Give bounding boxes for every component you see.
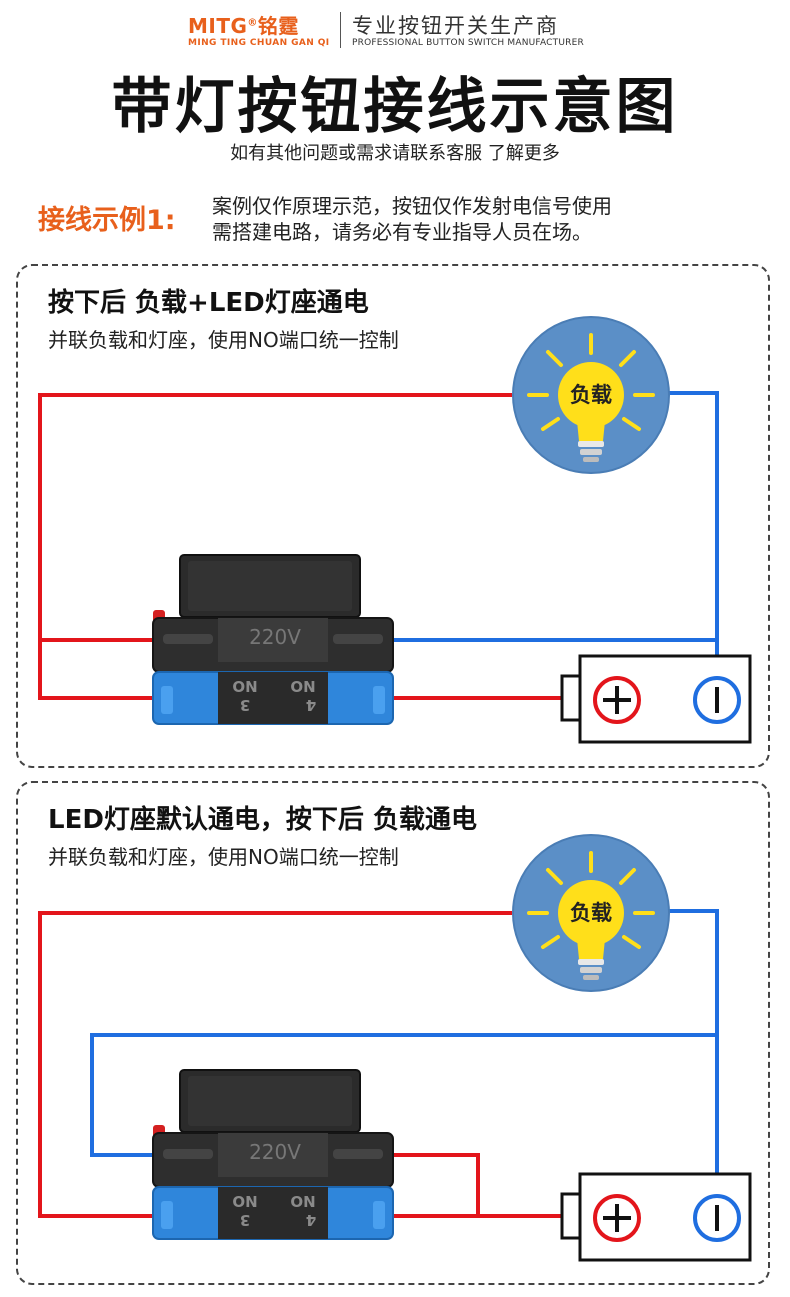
brand-pinyin: MING TING CHUAN GAN QI <box>188 38 330 48</box>
page-subtitle: 如有其他问题或需求请联系客服 了解更多 <box>230 143 560 164</box>
panel-2-wires <box>38 909 719 1218</box>
switch-icon: 220V ON 3 ON 4 <box>152 554 394 725</box>
load-label: 负载 <box>570 901 612 925</box>
example-note: 案例仅作原理示范，按钮仅作发射电信号使用 需搭建电路，请务必有专业指导人员在场。 <box>212 193 612 245</box>
brand-name-cn: 铭霆 <box>257 14 299 38</box>
tagline-cn: 专业按钮开关生产商 <box>352 14 559 38</box>
red-wire-battery <box>38 640 153 700</box>
panel-1-diagram: 负载 220V ON 3 ON 4 <box>38 315 752 744</box>
panel-1-title: 按下后 负载+LED灯座通电 <box>48 288 369 318</box>
example-label: 接线示例1: <box>38 205 176 236</box>
load-label: 负载 <box>570 383 612 407</box>
blue-wire-lamp <box>90 1033 717 1157</box>
terminal-left-label: ON <box>232 678 257 696</box>
tagline-en: PROFESSIONAL BUTTON SWITCH MANUFACTURER <box>352 38 584 48</box>
panel-2-title: LED灯座默认通电，按下后 负载通电 <box>48 805 477 835</box>
example-note-line1: 案例仅作原理示范，按钮仅作发射电信号使用 <box>212 194 612 218</box>
red-wire-bridge <box>393 1153 480 1216</box>
panel-2-diagram: 负载 220V ON 3 ON 4 <box>38 833 752 1262</box>
switch-icon: 220V ON 3 ON 4 <box>152 1069 394 1240</box>
panel-2-description: 并联负载和灯座，使用NO端口统一控制 <box>48 845 399 869</box>
terminal-left-num: 3 <box>240 1211 250 1229</box>
terminal-right-label: ON <box>290 1193 315 1211</box>
example-note-line2: 需搭建电路，请务必有专业指导人员在场。 <box>212 220 592 244</box>
red-wire-load <box>38 393 512 642</box>
wiring-panel-2 <box>16 781 770 1285</box>
battery-icon <box>560 654 752 744</box>
registered-mark: ® <box>247 17 258 29</box>
terminal-left-num: 3 <box>240 696 250 714</box>
brand-name: MITG <box>188 14 248 38</box>
switch-voltage: 220V <box>249 625 301 649</box>
wiring-panel-1 <box>16 264 770 768</box>
battery-icon <box>560 1172 752 1262</box>
blue-wire-load <box>668 909 719 1198</box>
terminal-right-label: ON <box>290 678 315 696</box>
panel-1-wires <box>38 391 719 700</box>
blue-wire-load <box>668 391 719 682</box>
page-title: 带灯按钮接线示意图 <box>111 72 679 142</box>
load-bulb-icon: 负载 <box>511 315 671 475</box>
panel-1-description: 并联负载和灯座，使用NO端口统一控制 <box>48 328 399 352</box>
load-bulb-icon: 负载 <box>511 833 671 993</box>
brand-logo: MITG®铭霆 <box>188 10 299 39</box>
switch-voltage: 220V <box>249 1140 301 1164</box>
header-divider <box>340 12 341 48</box>
terminal-right-num: 4 <box>306 696 316 714</box>
terminal-left-label: ON <box>232 1193 257 1211</box>
red-wire-load <box>38 911 512 1218</box>
terminal-right-num: 4 <box>306 1211 316 1229</box>
